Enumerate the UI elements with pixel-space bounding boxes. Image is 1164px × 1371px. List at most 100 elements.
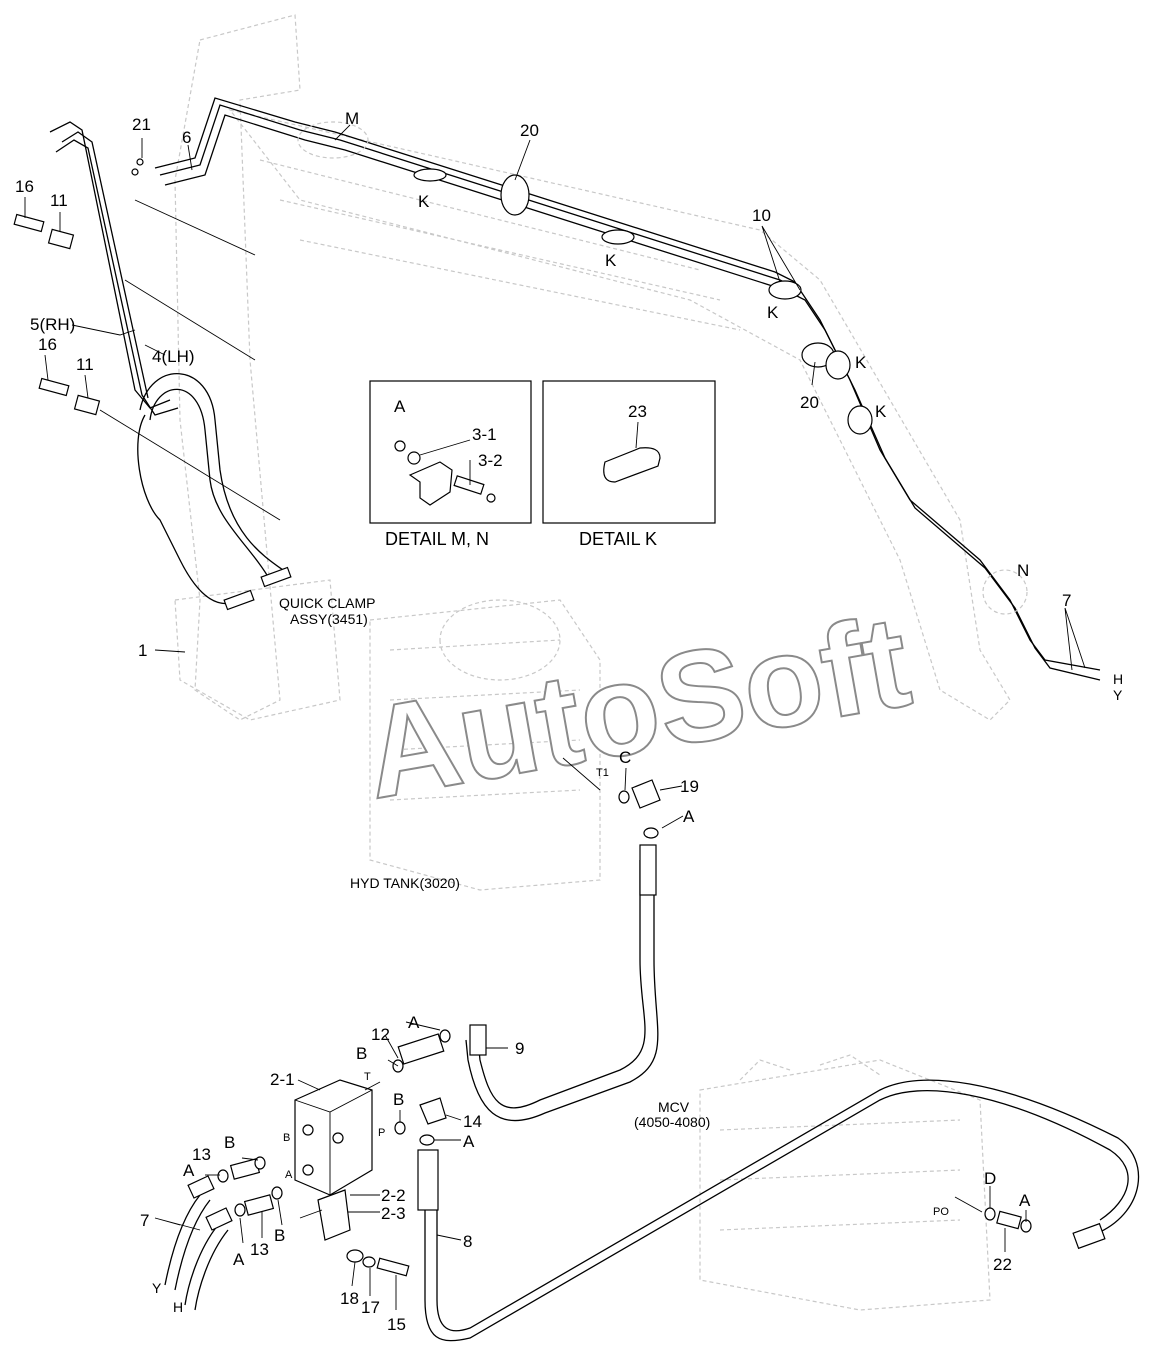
callout-a-14: A <box>463 1132 475 1151</box>
bolt-16-upper <box>13 213 45 233</box>
oring-b-13b <box>271 1186 283 1200</box>
callout-20-upper: 20 <box>520 121 539 140</box>
detail-n-circle <box>982 569 1028 615</box>
valve-port-p <box>332 1132 344 1144</box>
line-label-h-upper: H <box>1113 671 1123 687</box>
detail-clip-23 <box>603 447 661 483</box>
oring-a-19 <box>643 827 659 839</box>
callout-15: 15 <box>387 1315 406 1334</box>
callout-13-lower: 13 <box>250 1240 269 1259</box>
detail-connector-3-1 <box>453 475 485 495</box>
check-valve-12 <box>397 1033 445 1065</box>
callout-14: 14 <box>463 1112 482 1131</box>
callout-5-rh: 5(RH) <box>30 315 75 334</box>
callout-a-13-lower: A <box>233 1250 245 1269</box>
callout-d: D <box>984 1169 996 1188</box>
adapter-13-lower <box>243 1194 275 1216</box>
port-label-t: T <box>364 1071 371 1083</box>
callout-a-13: A <box>183 1161 195 1180</box>
callout-2-2: 2-2 <box>381 1186 406 1205</box>
hose-8-fitting <box>417 1149 439 1211</box>
clip-k-2 <box>601 229 635 245</box>
hose-8-end <box>1072 1222 1106 1250</box>
callout-a-19: A <box>683 807 695 826</box>
callout-a-12: A <box>408 1013 420 1032</box>
detail-k-label: DETAIL K <box>579 529 657 549</box>
callout-11-lower: 11 <box>76 355 94 374</box>
callout-8: 8 <box>463 1232 472 1251</box>
detail-oring-3-2 <box>486 493 496 503</box>
callout-7-lower: 7 <box>140 1211 149 1230</box>
callout-12: 12 <box>371 1025 390 1044</box>
callout-b-14: B <box>393 1090 404 1109</box>
oring-21a <box>136 158 144 166</box>
hose-fitting-1 <box>260 566 292 588</box>
callout-6: 6 <box>182 128 191 147</box>
callout-b-13: B <box>224 1133 235 1152</box>
detail-callout-3-1: 3-1 <box>472 425 497 444</box>
line-label-y-lower: Y <box>152 1280 162 1296</box>
oring-a-13b <box>234 1203 246 1217</box>
callout-20-lower: 20 <box>800 393 819 412</box>
bolt-16-lower <box>38 377 70 397</box>
detail-nut-3-1 <box>407 451 421 465</box>
callout-16-lower: 16 <box>38 335 57 354</box>
callout-13-upper: 13 <box>192 1145 211 1164</box>
clamp-20-upper <box>500 174 530 216</box>
hose-9-fitting <box>639 844 657 896</box>
port-label-b: B <box>283 1132 290 1144</box>
detail-bracket <box>408 461 453 506</box>
hyd-tank-label: HYD TANK(3020) <box>350 875 460 891</box>
hose-fitting-2 <box>223 589 255 611</box>
callout-k-4: K <box>855 353 867 372</box>
clip-k-5 <box>847 405 873 435</box>
callout-b-12: B <box>356 1044 367 1063</box>
callout-k-3: K <box>767 303 779 322</box>
callout-c: C <box>619 748 631 767</box>
elbow-19 <box>631 779 661 809</box>
elbow-14 <box>419 1097 447 1125</box>
background-boom-outline <box>174 14 1011 1311</box>
callout-b-13-lower: B <box>274 1226 285 1245</box>
callout-4-lh: 4(LH) <box>152 347 195 366</box>
adapter-22 <box>996 1210 1022 1230</box>
washer-17 <box>362 1256 376 1268</box>
detail-callout-3-2: 3-2 <box>478 451 503 470</box>
clamps-and-bolts <box>13 121 1028 615</box>
oring-a-13a <box>217 1169 229 1183</box>
hose-7-fitting-h <box>205 1207 233 1231</box>
clip-k-1 <box>413 168 447 182</box>
callout-16-upper: 16 <box>15 177 34 196</box>
callout-11-upper: 11 <box>50 191 68 210</box>
callout-1: 1 <box>138 641 147 660</box>
callout-9: 9 <box>515 1039 524 1058</box>
callout-k-1: K <box>418 192 430 211</box>
bolt-15 <box>376 1257 410 1277</box>
callout-21: 21 <box>132 115 151 134</box>
quick-clamp-label-2: ASSY(3451) <box>290 611 368 627</box>
callout-2-3: 2-3 <box>381 1204 406 1223</box>
port-label-po: PO <box>933 1206 949 1218</box>
callout-17: 17 <box>361 1298 380 1317</box>
line-label-h-lower: H <box>173 1299 183 1315</box>
oring-21b <box>131 168 139 176</box>
clamp-11-lower <box>73 394 101 416</box>
callout-22: 22 <box>993 1255 1012 1274</box>
oring-a-12 <box>439 1029 451 1043</box>
callout-19: 19 <box>680 777 699 796</box>
port-label-a: A <box>285 1169 293 1181</box>
lower-hoses <box>417 844 1140 1342</box>
leader-lines-upper <box>24 124 1086 671</box>
detail-mn-box <box>369 380 532 524</box>
detail-oring-a <box>394 440 406 452</box>
detail-m-circle <box>297 121 369 159</box>
port-label-t1: T1 <box>596 767 609 779</box>
valve-port-a <box>302 1164 314 1176</box>
oring-d <box>984 1207 996 1221</box>
washer-18 <box>346 1249 364 1263</box>
callout-k-2: K <box>605 251 617 270</box>
hose-9-end <box>469 1024 487 1056</box>
clip-k-4 <box>825 350 851 380</box>
mcv-label-1: MCV <box>658 1099 690 1115</box>
detail-k-box <box>542 380 716 524</box>
